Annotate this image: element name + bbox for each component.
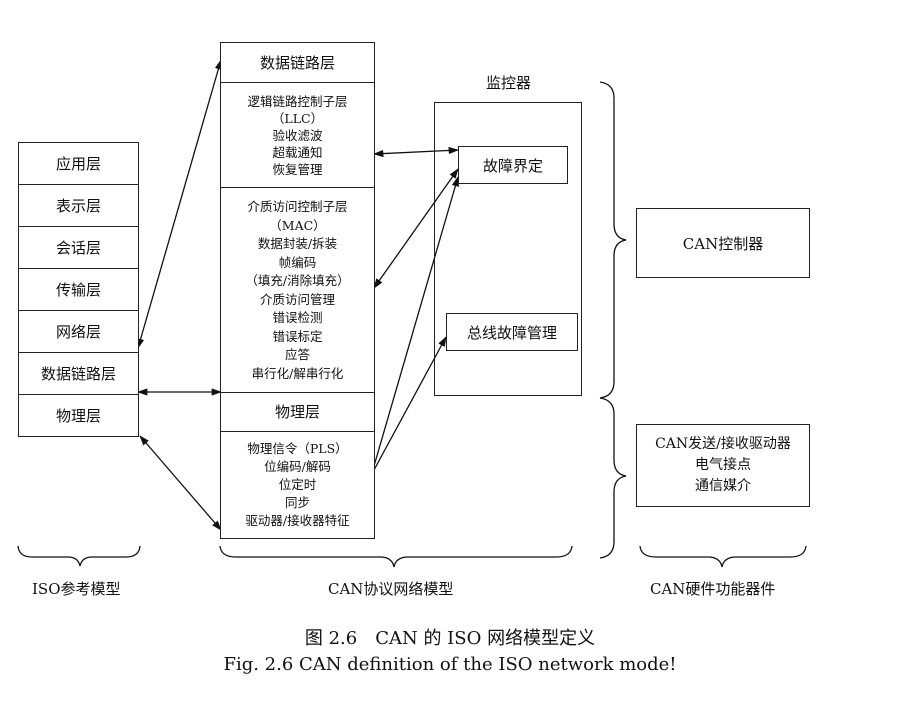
llc-item-overload-notification: 超载通知 — [272, 145, 323, 160]
mac-abbrev: （MAC） — [269, 217, 326, 233]
arrow-mac-to-fault — [373, 168, 459, 289]
pls-title: 物理信令（PLS） — [247, 441, 348, 456]
brace-can — [219, 545, 573, 568]
fault-confinement-box: 故障界定 — [458, 146, 568, 184]
can-llc-box: 逻辑链路控制子层 （LLC） 验收滤波 超载通知 恢复管理 — [220, 82, 375, 189]
pls-list: 物理信令（PLS） 位编码/解码 位定时 同步 驱动器/接收器特征 — [221, 432, 374, 538]
iso-layer-network: 网络层 — [18, 310, 139, 353]
mac-title: 介质访问控制子层 — [247, 199, 348, 214]
mac-item-frame-coding: 帧编码 — [278, 254, 317, 270]
iso-layer-presentation: 表示层 — [18, 184, 139, 227]
mac-item-serialization: 串行化/解串行化 — [251, 365, 344, 381]
brace-hardware — [639, 545, 807, 568]
llc-item-acceptance-filtering: 验收滤波 — [272, 128, 323, 143]
brace-iso — [17, 545, 141, 567]
monitor-title: 监控器 — [486, 74, 532, 92]
transceiver-item-electrical-contact: 电气接点 — [695, 457, 751, 473]
iso-layer-session: 会话层 — [18, 226, 139, 269]
brace-datalink — [599, 81, 627, 399]
llc-abbrev: （LLC） — [271, 111, 324, 126]
arrow-network-to-datalink — [137, 59, 222, 349]
mac-item-error-detection: 错误检测 — [272, 310, 323, 325]
can-controller-box: CAN控制器 — [636, 208, 810, 278]
bus-fault-management-box: 总线故障管理 — [446, 313, 578, 351]
can-mac-box: 介质访问控制子层 （MAC） 数据封装/拆装 帧编码 （填充/消除填充） 介质访… — [220, 187, 375, 394]
hardware-label: CAN硬件功能器件 — [650, 580, 776, 598]
mac-list: 介质访问控制子层 （MAC） 数据封装/拆装 帧编码 （填充/消除填充） 介质访… — [221, 188, 374, 393]
pls-item-bit-coding: 位编码/解码 — [264, 459, 331, 474]
mac-item-error-signalling: 错误标定 — [272, 328, 323, 344]
arrow-pls-to-fault — [373, 176, 459, 467]
can-datalink-title: 数据链路层 — [259, 53, 335, 72]
transceiver-item-medium: 通信媒介 — [695, 478, 751, 494]
iso-layer-datalink: 数据链路层 — [18, 352, 139, 395]
mac-item-encapsulation: 数据封装/拆装 — [257, 236, 338, 251]
pls-item-bit-timing: 位定时 — [278, 477, 317, 492]
llc-title: 逻辑链路控制子层 — [247, 94, 348, 109]
can-model-label: CAN协议网络模型 — [328, 580, 454, 598]
llc-list: 逻辑链路控制子层 （LLC） 验收滤波 超载通知 恢复管理 — [221, 83, 374, 188]
pls-item-synchronization: 同步 — [284, 495, 310, 510]
iso-model-label: ISO参考模型 — [32, 580, 121, 598]
transceiver-item-driver: CAN发送/接收驱动器 — [655, 436, 791, 452]
can-datalink-title-box: 数据链路层 — [220, 42, 375, 84]
monitor-box — [434, 102, 582, 396]
iso-layer-application: 应用层 — [18, 142, 139, 185]
can-physical-title-box: 物理层 — [220, 392, 375, 433]
arrow-llc-to-fault — [372, 146, 460, 158]
can-physical-title: 物理层 — [274, 403, 320, 421]
llc-item-recovery-management: 恢复管理 — [272, 162, 323, 177]
can-pls-box: 物理信令（PLS） 位编码/解码 位定时 同步 驱动器/接收器特征 — [220, 431, 375, 539]
arrow-physical-to-pls — [139, 435, 222, 531]
transceiver-list: CAN发送/接收驱动器 电气接点 通信媒介 — [637, 425, 809, 506]
mac-item-medium-access: 介质访问管理 — [259, 291, 335, 307]
iso-layer-physical: 物理层 — [18, 394, 139, 437]
pls-item-driver-receiver: 驱动器/接收器特征 — [245, 513, 350, 528]
caption-zh: 图 2.6 CAN 的 ISO 网络模型定义 — [304, 628, 596, 649]
brace-physical — [599, 397, 627, 559]
can-transceiver-box: CAN发送/接收驱动器 电气接点 通信媒介 — [636, 424, 810, 507]
caption-en: Fig. 2.6 CAN definition of the ISO netwo… — [223, 654, 677, 675]
iso-layer-transport: 传输层 — [18, 268, 139, 311]
mac-item-stuffing: （填充/消除填充） — [245, 273, 350, 288]
mac-item-acknowledgement: 应答 — [284, 347, 310, 362]
